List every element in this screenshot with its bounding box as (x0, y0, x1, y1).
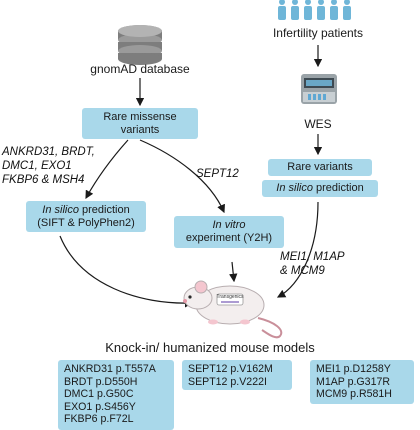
in-silico-left-italic: In silico (42, 204, 79, 216)
arrow-right-to-mouse (276, 201, 319, 298)
rare-missense-box: Rare missense variants (82, 108, 198, 139)
variant-item: SEPT12 p.V222I (188, 375, 267, 388)
connector-layer (59, 45, 323, 308)
rare-variants-box: Rare variants (268, 159, 372, 176)
genes-left-line: ANKRD31, BRDT, (2, 146, 95, 158)
variant-item: MEI1 p.D1258Y (316, 363, 391, 375)
genes-right-line: & MCM9 (280, 265, 325, 277)
rare-missense-line1: Rare missense (103, 111, 177, 123)
in-silico-right-rest: prediction (312, 182, 364, 194)
patients-label: Infertility patients (272, 26, 364, 40)
in-vitro-line1: In vitro (212, 219, 246, 231)
variant-item: ANKRD31 p.T557A (64, 363, 156, 375)
in-silico-right-box: In silico prediction (262, 180, 378, 197)
arrow-missense-to-insilico (85, 139, 129, 200)
arrow-missense-to-invitro (139, 139, 225, 214)
in-silico-left-rest: prediction (78, 204, 130, 216)
in-vitro-line2: experiment (Y2H) (185, 232, 273, 244)
models-title: Knock-in/ humanized mouse models (105, 340, 315, 355)
in-silico-left-line1: In silico prediction (26, 204, 146, 217)
variant-item: BRDT p.D550H (64, 375, 138, 388)
variants-right-box: MEI1 p.D1258Y M1AP p.G317R MCM9 p.R581H (310, 360, 414, 404)
arrow-insilico-to-mouse (59, 235, 194, 308)
genes-left-label: ANKRD31, BRDT, DMC1, EXO1 FKBP6 & MSH4 (2, 145, 122, 187)
genes-middle-label: SEPT12 (196, 168, 239, 180)
transgenics-tag: Transgenics (216, 294, 244, 300)
in-silico-left-box: In silico prediction (SIFT & PolyPhen2) (26, 201, 146, 232)
variants-middle-box: SEPT12 p.V162M SEPT12 p.V222I (182, 360, 292, 390)
genes-left-line: DMC1, EXO1 (2, 160, 72, 172)
genes-left-line: FKBP6 & MSH4 (2, 174, 85, 186)
in-vitro-box: In vitro experiment (Y2H) (174, 216, 284, 248)
variant-item: M1AP p.G317R (316, 375, 391, 388)
genes-right-label: MEI1, M1AP & MCM9 (280, 250, 380, 278)
variant-item: MCM9 p.R581H (316, 388, 392, 401)
sequencer-icon (301, 74, 337, 104)
genes-right-line: MEI1, M1AP (280, 251, 345, 263)
patients-icon (278, 0, 351, 20)
database-label: gnomAD database (90, 62, 190, 76)
variant-item: EXO1 p.S456Y (64, 400, 136, 413)
wes-label: WES (304, 117, 332, 131)
variants-left-box: ANKRD31 p.T557A BRDT p.D550H DMC1 p.G50C… (58, 360, 174, 430)
database-icon (118, 25, 162, 65)
in-silico-left-line2: (SIFT & PolyPhen2) (37, 217, 135, 229)
variant-item: DMC1 p.G50C (64, 388, 134, 401)
mouse-icon (183, 280, 283, 339)
rare-missense-line2: variants (120, 124, 160, 136)
in-silico-right-italic: In silico (276, 182, 313, 194)
arrow-invitro-to-mouse (229, 261, 238, 283)
variant-item: SEPT12 p.V162M (188, 363, 273, 375)
